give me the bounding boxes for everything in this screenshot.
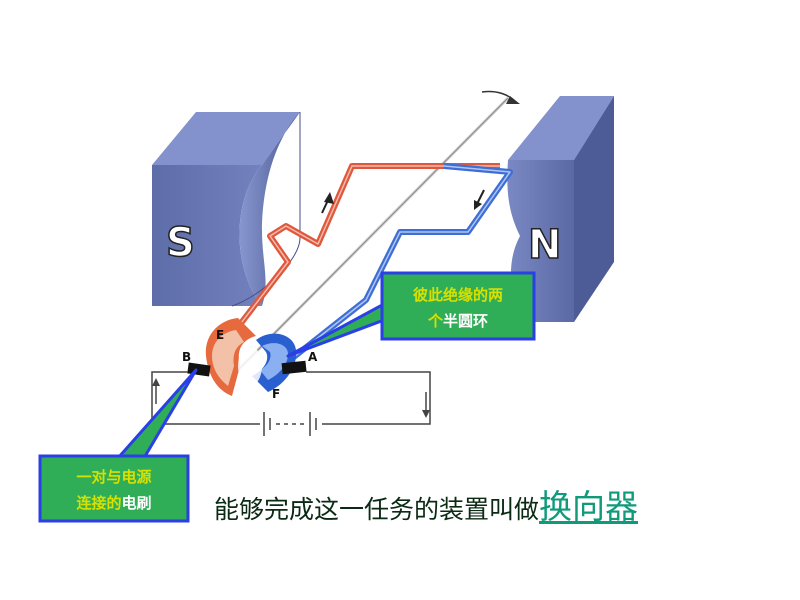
label-e: E [216,328,224,342]
svg-text:连接的电刷: 连接的电刷 [76,494,151,512]
caption-text: 能够完成这一任务的装置叫做 [214,495,540,524]
coil [225,163,513,363]
brushes [187,360,307,377]
svg-text:个半圆环: 个半圆环 [427,312,488,330]
brush-a [281,360,307,375]
callout-brush: 一对与电源 连接的电刷 [38,368,198,523]
callout-commutator-line1: 彼此绝缘的两 [413,286,503,304]
magnet-n: N [507,96,614,322]
rotation-arrow-icon [506,96,520,104]
callout-commutator: 彼此绝缘的两 个半圆环 [286,271,536,358]
callout-commutator-line2: 个 [427,312,444,330]
label-b: B [182,350,191,364]
rotation-axis [234,90,520,374]
magnet-s: S [152,112,301,307]
commutator [205,318,297,396]
pole-label-s: S [166,220,195,266]
caption: 能够完成这一任务的装置叫做换向器 [214,480,774,532]
callout-brush-line1: 一对与电源 [76,468,151,486]
label-a: A [308,350,318,364]
label-f: F [272,387,280,401]
pole-label-n: N [528,222,561,268]
callout-commutator-emphasis: 半圆环 [443,312,488,330]
external-circuit [151,371,431,436]
commutator-link[interactable]: 换向器 [539,487,639,526]
callout-brush-line2: 连接的 [76,494,121,512]
callout-brush-emphasis: 电刷 [122,494,152,512]
